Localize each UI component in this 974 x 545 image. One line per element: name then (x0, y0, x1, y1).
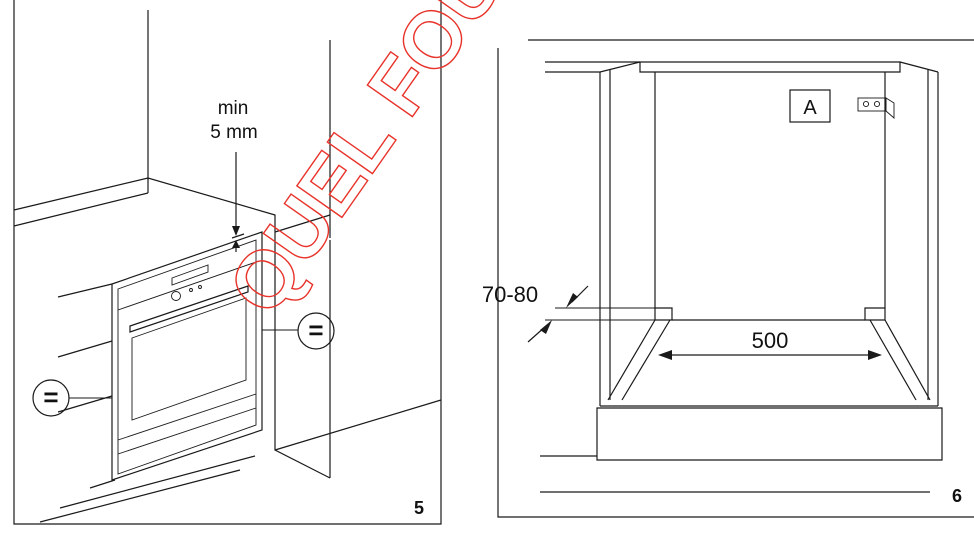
label-min: min (218, 98, 249, 119)
plinth (596, 407, 943, 461)
panel-frame-right (497, 48, 974, 518)
figure-number-5: 5 (414, 498, 424, 518)
depth-label: 70-80 (482, 282, 538, 307)
equal-circle-right (297, 312, 335, 350)
oven-knob (171, 291, 181, 301)
figure-5-panel: min 5 mm = = 5 (13, 0, 442, 525)
width-label: 500 (752, 328, 789, 353)
oven-window (131, 297, 247, 421)
top-panel (639, 61, 901, 73)
oven-handle (129, 285, 249, 333)
oven-body (111, 231, 263, 481)
bracket-label: A (803, 97, 817, 119)
label-gap-size: 5 mm (210, 122, 258, 143)
figure-number-6: 6 (952, 486, 962, 506)
bracket-label-box (789, 89, 831, 123)
panel-frame-left (13, 0, 442, 525)
equal-circle-left (32, 379, 70, 417)
bracket-icon (857, 97, 887, 112)
equal-sign-left: = (43, 382, 58, 412)
watermark-text: QUEL FOUR (211, 0, 553, 330)
equal-sign-right: = (308, 315, 323, 345)
figure-6-panel: A 500 70-80 6 (482, 39, 974, 518)
